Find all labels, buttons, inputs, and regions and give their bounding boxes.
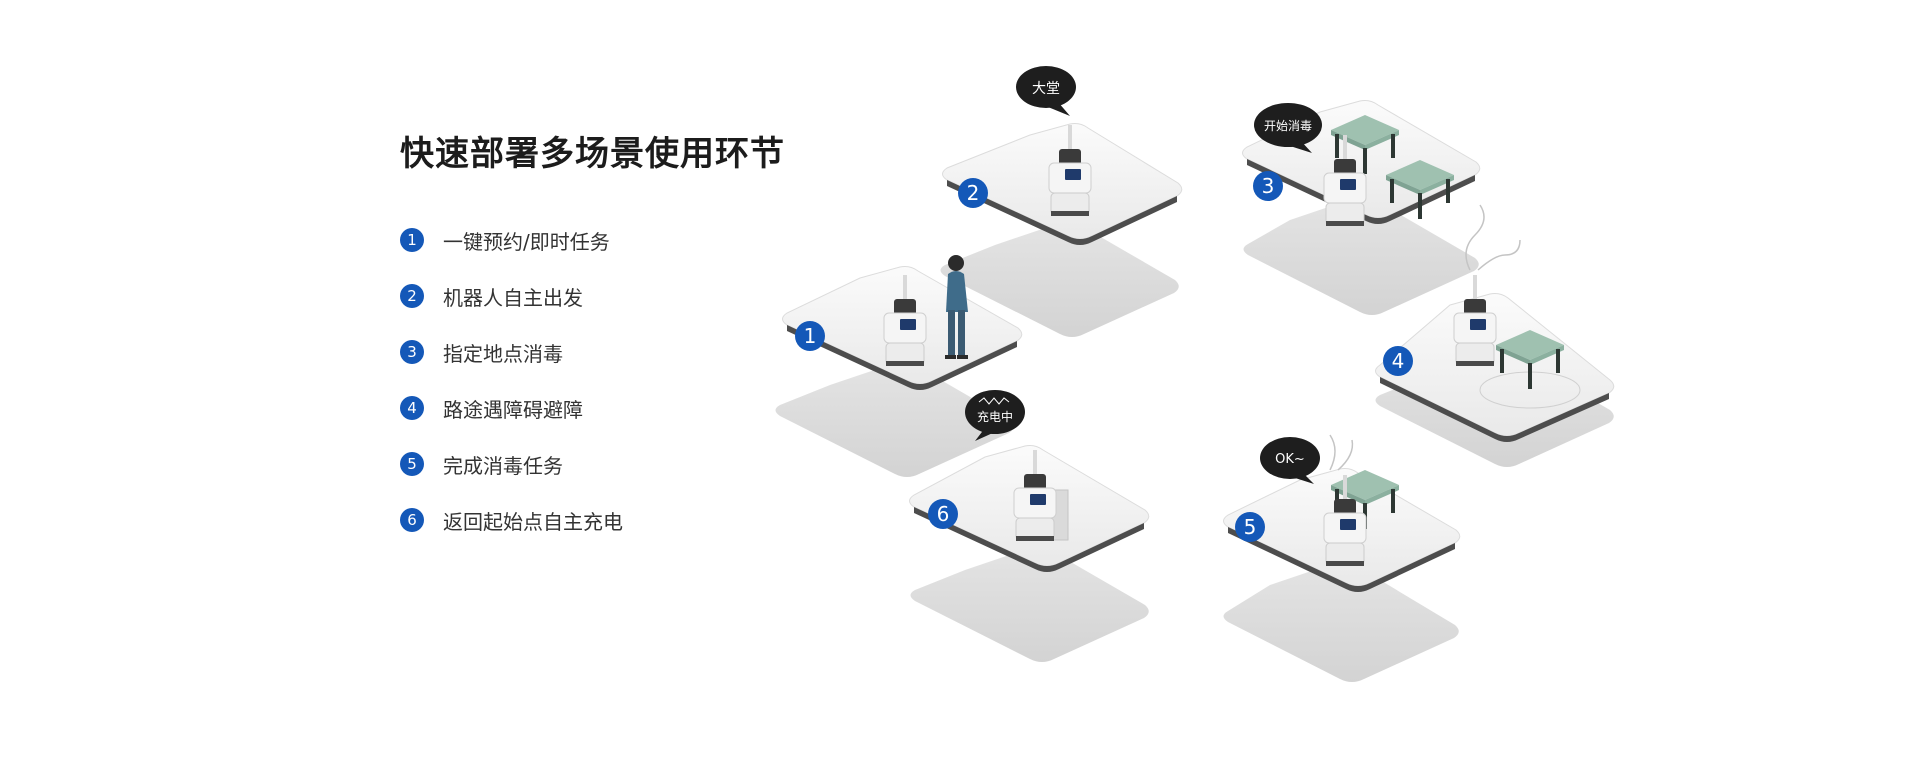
list-item: 4 路途遇障碍避障 [400,380,623,436]
svg-text:4: 4 [1392,349,1405,373]
list-item: 1 一键预约/即时任务 [400,212,623,268]
person-figure [945,255,968,359]
step-number-badge: 1 [400,228,424,252]
bubble-text: 充电中 [977,409,1013,424]
tile-4: 4 [1375,204,1615,467]
step-label: 路途遇障碍避障 [443,397,583,422]
page-title: 快速部署多场景使用环节 [400,134,785,174]
step-label: 一键预约/即时任务 [443,229,610,254]
tile-1: 1 [775,255,1023,477]
list-item: 5 完成消毒任务 [400,436,623,492]
step-label: 返回起始点自主充电 [443,509,623,534]
tile-2: 2 [940,123,1183,337]
list-item: 6 返回起始点自主充电 [400,492,623,548]
speech-bubble-ok: OK~ [1260,437,1320,484]
bubble-text: 大堂 [1032,81,1060,97]
svg-text:6: 6 [937,502,950,526]
speech-bubble-start: 开始消毒 [1254,103,1322,153]
speech-bubble-charging: 充电中 [965,390,1025,441]
tile-5: 5 [1223,434,1461,682]
bubble-text: OK~ [1275,452,1305,467]
step-number-badge: 3 [400,340,424,364]
bubble-text: 开始消毒 [1264,119,1312,133]
step-label: 完成消毒任务 [443,453,563,478]
step-number-badge: 6 [400,508,424,532]
svg-text:3: 3 [1262,174,1275,198]
speech-bubble-hall: 大堂 [1016,66,1076,116]
list-item: 3 指定地点消毒 [400,324,623,380]
step-label: 指定地点消毒 [443,341,563,366]
step-number-badge: 5 [400,452,424,476]
list-item: 2 机器人自主出发 [400,268,623,324]
svg-text:5: 5 [1244,515,1257,539]
svg-text:2: 2 [967,181,980,205]
step-number-badge: 2 [400,284,424,308]
step-number-badge: 4 [400,396,424,420]
step-list: 1 一键预约/即时任务 2 机器人自主出发 3 指定地点消毒 4 路途遇障碍避障… [400,212,623,548]
svg-text:1: 1 [804,324,817,348]
tile-6: 6 [909,445,1150,662]
step-label: 机器人自主出发 [443,285,583,310]
